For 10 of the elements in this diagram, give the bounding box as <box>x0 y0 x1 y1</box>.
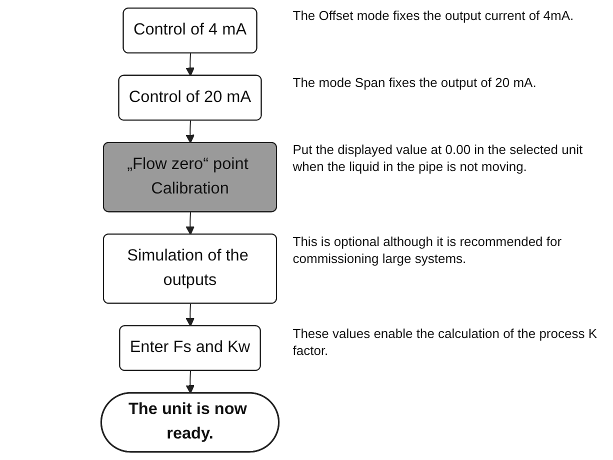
note-text: The mode Span fixes the output of 20 mA. <box>292 75 538 92</box>
arrow <box>186 120 195 144</box>
note-text: This is optional although it is recommended for commissioning large systems. <box>292 234 563 268</box>
note-text: These values enable the calculation of the process K factor. <box>292 326 598 360</box>
note-text: Put the displayed value at 0.00 in the selected unit when the liquid in the pipe is not moving. <box>292 142 584 176</box>
note-text: The Offset mode fixes the output current of 4mA. <box>292 8 575 26</box>
arrow <box>186 212 195 235</box>
arrow <box>186 304 195 327</box>
arrow <box>186 53 195 76</box>
arrow <box>186 370 195 394</box>
